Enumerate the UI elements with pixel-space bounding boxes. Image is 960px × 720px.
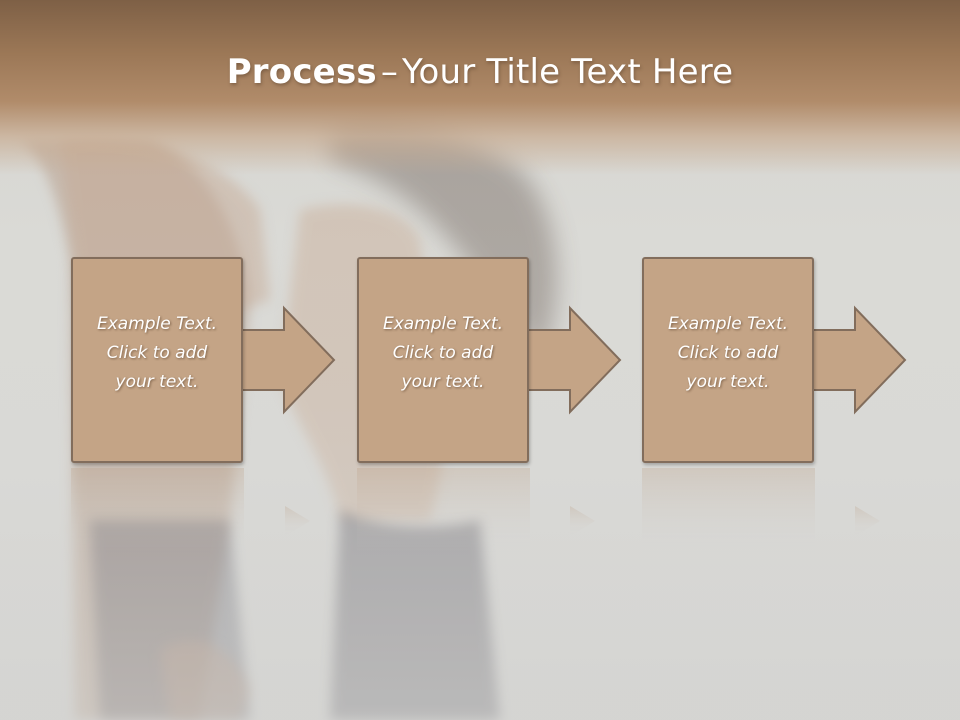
step-text[interactable]: Example Text. Click to add your text. xyxy=(82,310,232,397)
step-text-line: your text. xyxy=(401,371,485,392)
title-dash: – xyxy=(380,52,399,92)
step-text[interactable]: Example Text. Click to add your text. xyxy=(653,310,803,397)
boxes-reflection xyxy=(71,468,880,553)
step-text-line: Example Text. xyxy=(96,313,218,334)
process-step-box[interactable]: Example Text. Click to add your text. xyxy=(642,257,814,463)
slide-title[interactable]: Process–Your Title Text Here xyxy=(0,52,960,92)
header-band xyxy=(0,0,960,175)
step-text[interactable]: Example Text. Click to add your text. xyxy=(368,310,518,397)
process-step-box[interactable]: Example Text. Click to add your text. xyxy=(71,257,243,463)
step-text-line: Click to add xyxy=(392,342,494,363)
step-text-line: Example Text. xyxy=(667,313,789,334)
title-bold: Process xyxy=(226,52,377,92)
step-text-line: your text. xyxy=(115,371,199,392)
step-text-line: your text. xyxy=(686,371,770,392)
step-text-line: Click to add xyxy=(677,342,779,363)
arrow-icon xyxy=(808,305,907,415)
arrow-icon xyxy=(237,305,336,415)
process-step-box[interactable]: Example Text. Click to add your text. xyxy=(357,257,529,463)
step-text-line: Click to add xyxy=(106,342,208,363)
arrow-icon xyxy=(523,305,622,415)
step-text-line: Example Text. xyxy=(382,313,504,334)
title-text: Your Title Text Here xyxy=(402,52,734,92)
